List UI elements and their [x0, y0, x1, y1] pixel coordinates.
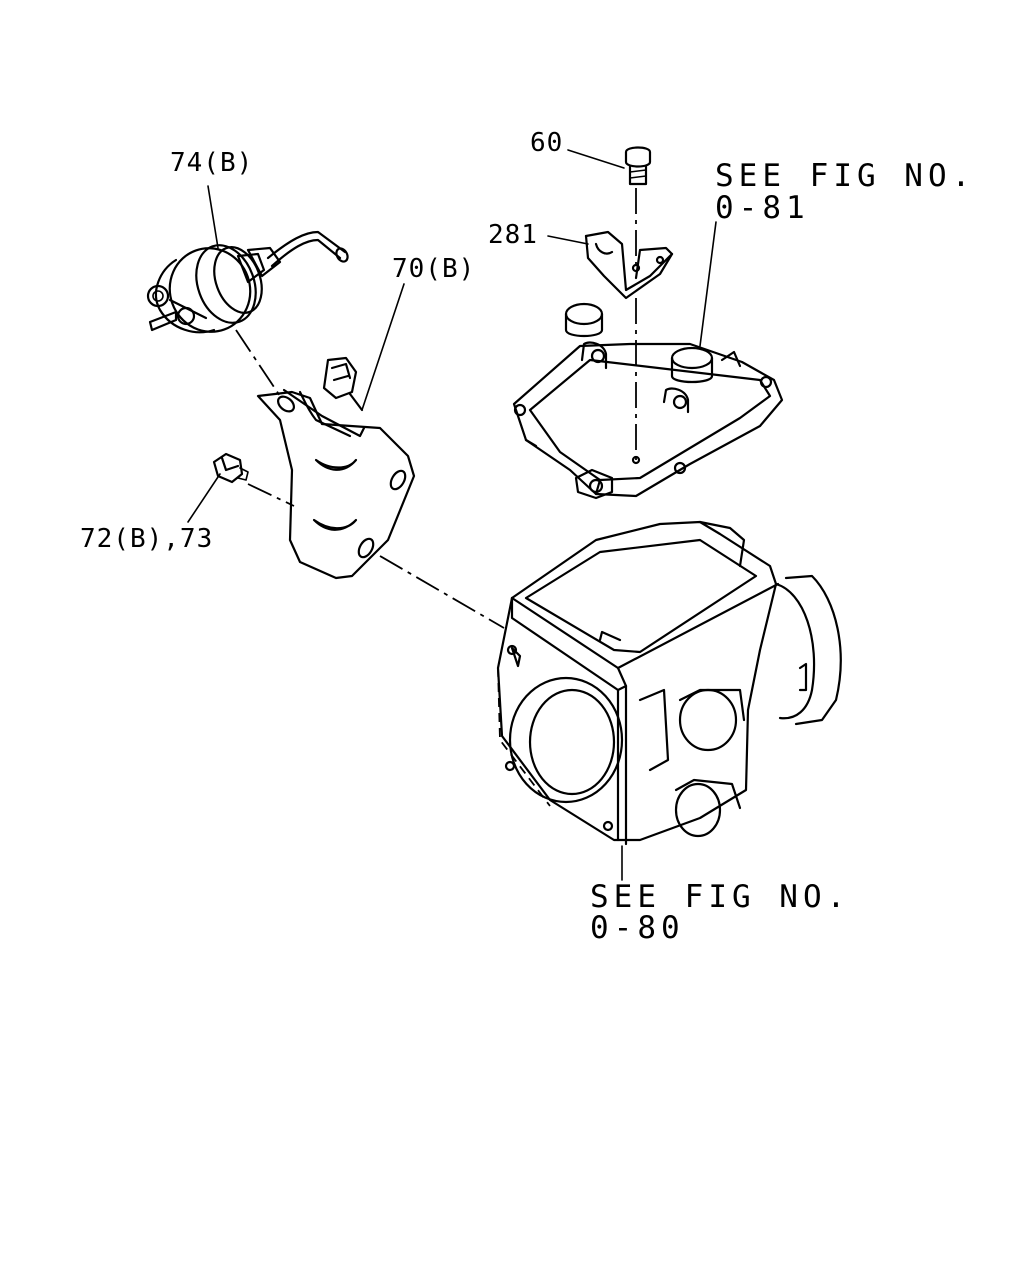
assembly-lines [235, 188, 637, 629]
bracket-70b [256, 356, 416, 580]
part-label-74b: 74(B) [170, 148, 254, 178]
bracket-281 [584, 230, 674, 300]
bolt-60 [624, 146, 652, 186]
part-label-60: 60 [530, 128, 564, 158]
ref-lower-line2: 0-80 [590, 910, 685, 946]
ref-lower-line1: SEE FIG NO. [590, 879, 851, 915]
leader-lines [187, 149, 717, 881]
throttle-body [496, 520, 842, 846]
upper-housing [512, 302, 784, 500]
ref-upper-line2: 0-81 [715, 190, 810, 226]
bolt-72b-73 [212, 452, 249, 484]
part-label-281: 281 [488, 220, 538, 250]
ref-upper-line1: SEE FIG NO. [715, 158, 976, 194]
actuator-74b [146, 230, 349, 334]
part-label-70b: 70(B) [392, 254, 476, 284]
part-label-72b-73: 72(B),73 [80, 524, 214, 554]
